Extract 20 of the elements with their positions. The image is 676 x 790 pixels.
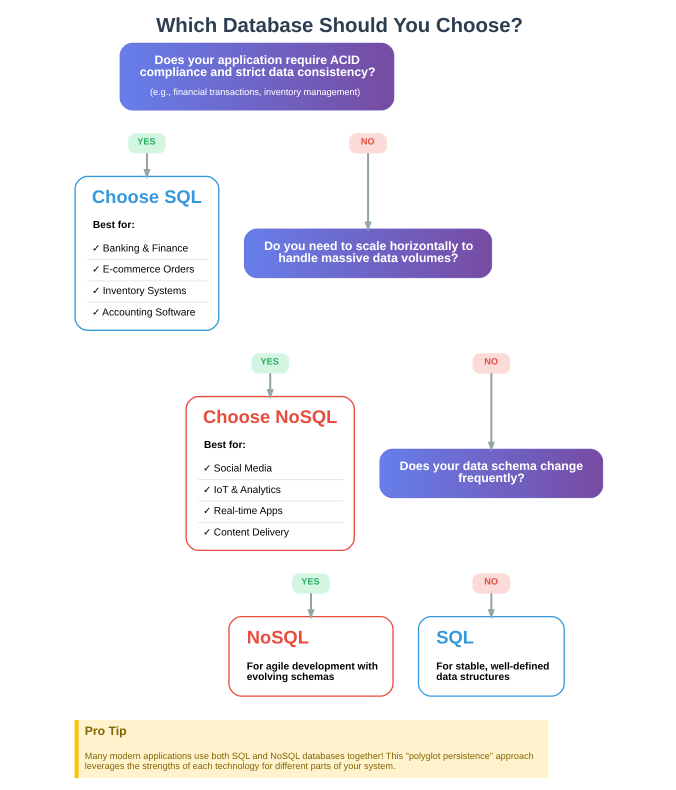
node-box: YES xyxy=(292,573,330,594)
node-box: Does your data schema change frequently? xyxy=(379,448,603,498)
arrow xyxy=(142,153,150,180)
arrow xyxy=(487,373,494,452)
node-box: NO xyxy=(348,133,386,154)
node-box: SQL For stable, well-defined data structures xyxy=(417,616,564,697)
diagram-title: Which Database Should You Choose? xyxy=(156,14,522,37)
node-box: NoSQL For agile development with evolving schemas xyxy=(228,616,394,697)
arrow xyxy=(364,153,372,232)
node-box: YES xyxy=(128,133,166,154)
node-box: Choose SQL Best for: ✓ Banking & Finance ✓ E-commerce Orders ✓ Inventory Systems ✓ Accounting Software xyxy=(74,176,219,331)
node-box: NO xyxy=(472,573,510,594)
node-box: Choose NoSQL Best for: ✓ Social Media ✓ IoT & Analytics ✓ Real-time Apps ✓ Content Delivery xyxy=(185,396,354,552)
node-box: Do you need to scale horizontally to handle massive data volumes? xyxy=(244,228,492,278)
node-box: Does your application require ACID compliance and strict data consistency? (e.g., financial transactions, inventory management) xyxy=(119,42,394,110)
arrow xyxy=(266,373,274,400)
arrow xyxy=(487,593,494,620)
node-box: NO xyxy=(472,353,510,374)
arrow xyxy=(306,593,314,620)
node-box: YES xyxy=(250,353,289,374)
